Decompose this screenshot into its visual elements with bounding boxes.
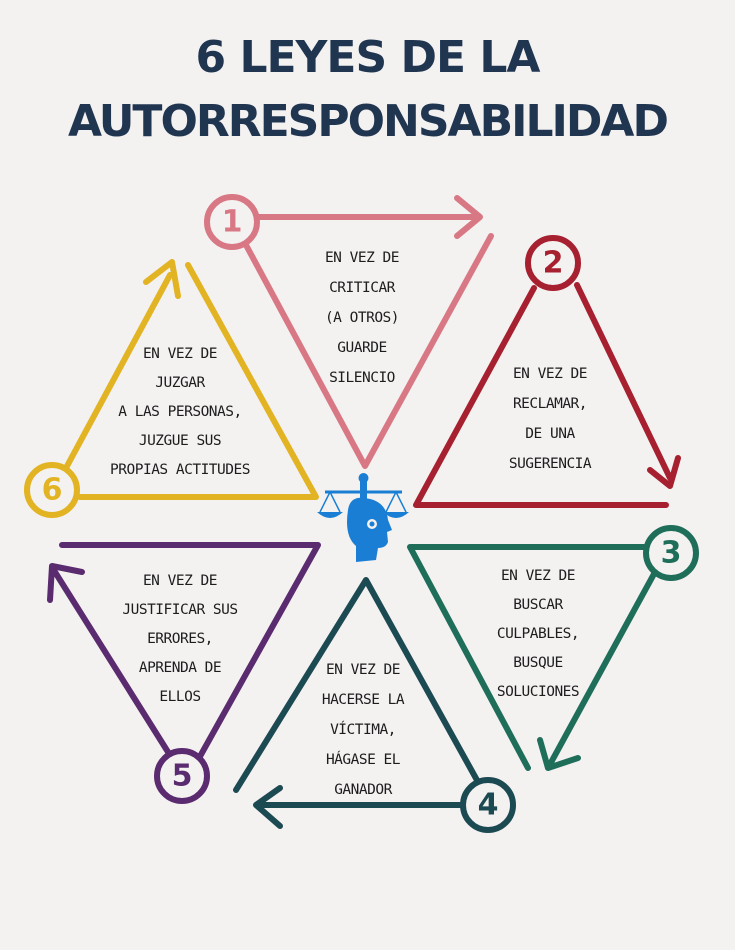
law-5-text-line: JUSTIFICAR SUS — [122, 602, 237, 618]
law-6-text-line: JUZGAR — [155, 375, 205, 391]
law-2-triangle — [413, 282, 681, 508]
law-1-text-line: (A OTROS) — [325, 310, 399, 326]
law-4-text-line: EN VEZ DE — [326, 662, 400, 678]
page-title-line-1: 6 LEYES DE LA — [195, 32, 541, 83]
law-2-number: 2 — [543, 246, 564, 281]
law-5-text-line: EN VEZ DE — [143, 573, 217, 589]
law-6-text: EN VEZ DE JUZGAR A LAS PERSONAS, JUZGUE SUS… — [110, 346, 250, 478]
law-6-triangle — [63, 259, 319, 500]
law-5-text: EN VEZ DE JUSTIFICAR SUS ERRORES, APRENDA D… — [122, 573, 237, 705]
law-1-text-line: CRITICAR — [329, 280, 396, 296]
law-6-text-line: A LAS PERSONAS, — [118, 404, 241, 420]
law-1-number-badge: 1 — [204, 194, 260, 250]
law-4-group: 4 EN VEZ DE HACERSE LA VÍCTIMA, HÁGASE EL GA… — [233, 577, 516, 833]
law-5-group: 5 EN VEZ DE JUSTIFICAR SUS ERRORES, APRENDA… — [47, 542, 321, 804]
law-4-number-badge: 4 — [460, 777, 516, 833]
law-4-text-line: GANADOR — [334, 782, 392, 798]
law-1-number: 1 — [222, 205, 243, 240]
law-1-text: EN VEZ DE CRITICAR (A OTROS) GUARDE SILENCIO — [325, 250, 399, 386]
justice-scales-head-icon — [317, 473, 409, 562]
law-3-text-line: BUSQUE — [513, 655, 562, 671]
law-2-text-line: RECLAMAR, — [513, 396, 587, 412]
law-5-triangle — [47, 542, 321, 763]
law-3-text-line: CULPABLES, — [497, 626, 579, 642]
law-3-text: EN VEZ DE BUSCAR CULPABLES, BUSQUE SOLUCIONE… — [497, 568, 579, 700]
law-3-text-line: EN VEZ DE — [501, 568, 575, 584]
law-6-group: 6 EN VEZ DE JUZGAR A LAS PERSONAS, JUZGUE S… — [24, 259, 319, 518]
law-3-text-line: BUSCAR — [513, 597, 563, 613]
law-4-triangle — [233, 577, 481, 829]
law-1-text-line: EN VEZ DE — [325, 250, 399, 266]
law-5-text-line: APRENDA DE — [139, 660, 221, 676]
law-3-number: 3 — [661, 536, 682, 571]
law-4-text-line: HÁGASE EL — [326, 751, 401, 768]
law-4-number: 4 — [478, 788, 499, 823]
page-title-line-2: AUTORRESPONSABILIDAD — [68, 96, 669, 147]
law-4-text-line: HACERSE LA — [322, 692, 405, 708]
law-4-text-line: VÍCTIMA, — [330, 721, 396, 738]
law-2-group: 2 EN VEZ DE RECLAMAR, DE UNA SUGERENCIA — [413, 235, 681, 508]
law-6-number-badge: 6 — [24, 462, 80, 518]
law-4-text: EN VEZ DE HACERSE LA VÍCTIMA, HÁGASE EL GANA… — [322, 662, 405, 798]
law-3-group: 3 EN VEZ DE BUSCAR CULPABLES, BUSQUE SOLUCIO… — [407, 525, 699, 771]
law-2-number-badge: 2 — [525, 235, 581, 291]
law-6-text-line: JUZGUE SUS — [139, 433, 221, 449]
law-3-triangle — [407, 544, 658, 771]
law-1-text-line: SILENCIO — [329, 370, 395, 386]
law-5-text-line: ERRORES, — [147, 631, 213, 647]
law-1-text-line: GUARDE — [337, 340, 386, 356]
law-2-text-line: DE UNA — [525, 426, 575, 442]
law-6-text-line: EN VEZ DE — [143, 346, 217, 362]
law-3-text-line: SOLUCIONES — [497, 684, 579, 700]
law-5-text-line: ELLOS — [159, 689, 200, 705]
law-1-triangle — [243, 195, 494, 469]
law-2-text-line: EN VEZ DE — [513, 366, 587, 382]
law-3-number-badge: 3 — [643, 525, 699, 581]
law-1-group: 1 EN VEZ DE CRITICAR (A OTROS) GUARDE SILENC… — [204, 194, 494, 469]
law-6-text-line: PROPIAS ACTITUDES — [110, 462, 250, 478]
law-6-number: 6 — [42, 473, 63, 508]
law-5-number: 5 — [172, 759, 193, 794]
law-5-number-badge: 5 — [154, 748, 210, 804]
law-2-text: EN VEZ DE RECLAMAR, DE UNA SUGERENCIA — [509, 366, 592, 472]
law-2-text-line: SUGERENCIA — [509, 456, 592, 472]
